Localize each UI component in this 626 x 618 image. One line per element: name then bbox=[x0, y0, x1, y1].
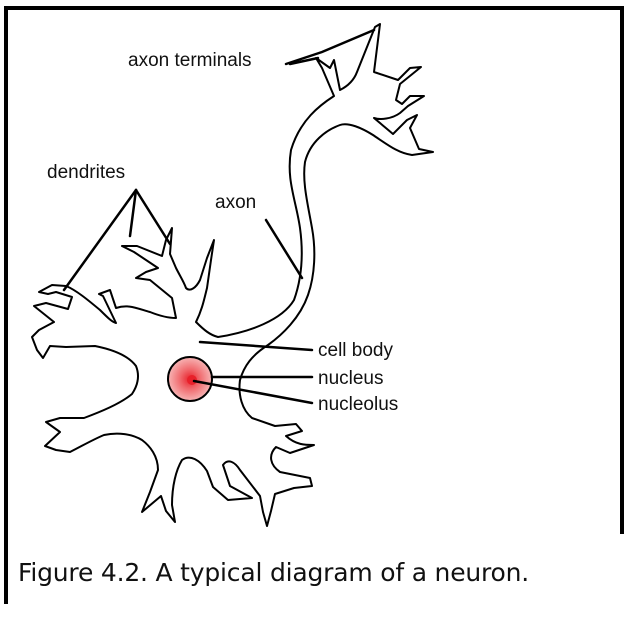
dendrites-pointer bbox=[64, 190, 136, 290]
neuron-outline bbox=[32, 24, 433, 526]
dendrites-pointer-3 bbox=[136, 190, 170, 244]
label-nucleus: nucleus bbox=[318, 368, 384, 389]
nucleolus-dot bbox=[187, 375, 197, 385]
label-axon-terminals: axon terminals bbox=[128, 50, 252, 71]
axon-pointer bbox=[266, 220, 302, 278]
figure-caption: Figure 4.2. A typical diagram of a neuro… bbox=[18, 558, 529, 587]
label-nucleolus: nucleolus bbox=[318, 394, 398, 415]
axon-terminals-pointer bbox=[286, 30, 374, 64]
label-cell-body: cell body bbox=[318, 340, 393, 361]
figure-border bbox=[6, 8, 622, 604]
label-axon: axon bbox=[215, 192, 256, 213]
label-dendrites: dendrites bbox=[47, 162, 125, 183]
